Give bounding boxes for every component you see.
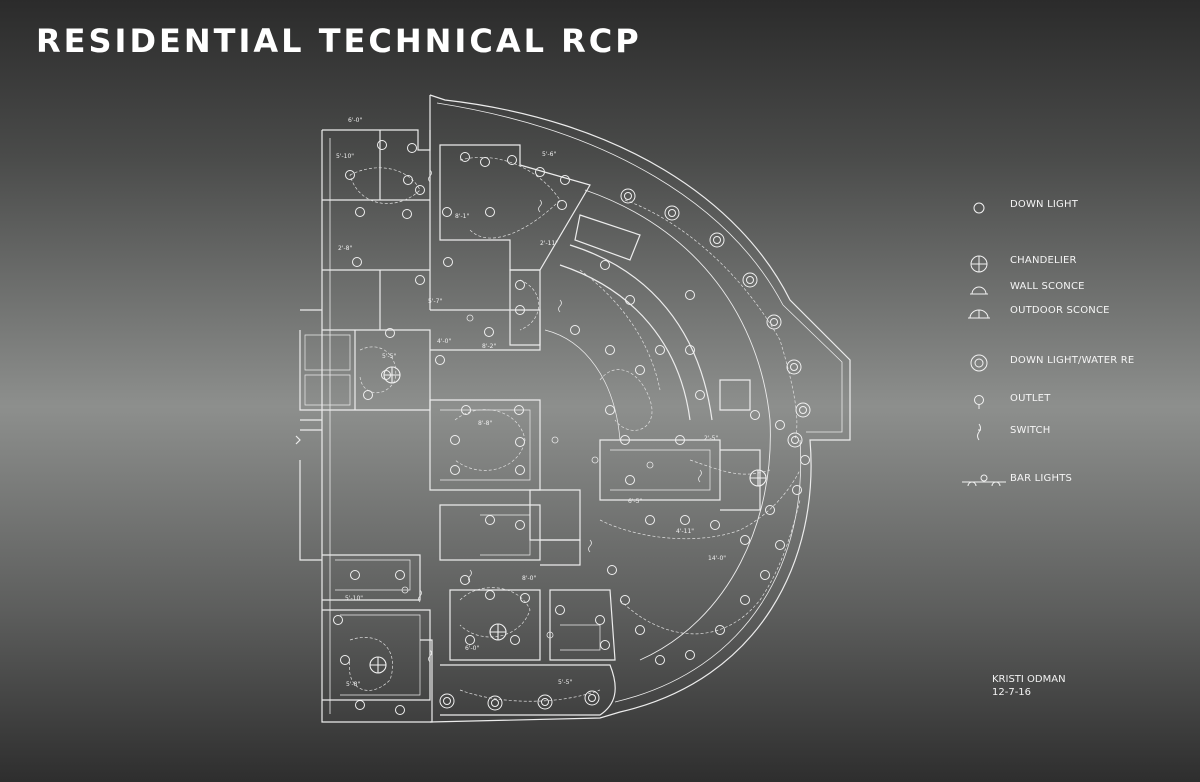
- dim-label: 5'-5": [558, 679, 572, 686]
- legend-label: WALL SCONCE: [1010, 281, 1085, 292]
- down-light-water-icon: [970, 354, 988, 372]
- legend-item-down-light-water: DOWN LIGHT/WATER RE: [960, 350, 1190, 374]
- outlet-icon: [974, 395, 984, 409]
- legend-label: DOWN LIGHT: [1010, 199, 1079, 210]
- author-name: KRISTI ODMAN: [992, 674, 1066, 685]
- dim-label: 8'-2": [482, 343, 496, 350]
- legend-label: CHANDELIER: [1010, 255, 1077, 266]
- dim-label: 5'-6": [542, 151, 556, 158]
- plan-outline: [321, 130, 433, 723]
- legend-item-outdoor-sconce: OUTDOOR SCONCE: [960, 300, 1190, 324]
- legend-item-bar-lights: BAR LIGHTS: [960, 468, 1190, 492]
- dim-label: 14'-0": [708, 555, 726, 562]
- legend-label: OUTLET: [1010, 393, 1051, 404]
- legend-item-down-light: DOWN LIGHT: [960, 194, 1190, 218]
- dim-label: 5'-5": [382, 353, 396, 360]
- down-light-icon: [973, 202, 985, 214]
- legend-item-outlet: OUTLET: [960, 388, 1190, 412]
- dim-label: 6'-5": [628, 498, 642, 505]
- bar-lights-icon: [962, 474, 1006, 487]
- dim-label: 2'-8": [338, 245, 352, 252]
- outdoor-sconce-icon: [968, 309, 990, 319]
- dim-label: 8'-1": [455, 213, 469, 220]
- dim-label: 6'-0": [348, 117, 362, 124]
- dim-label: 4'-0": [437, 338, 451, 345]
- dim-label: 5'-8": [346, 681, 360, 688]
- legend-label: SWITCH: [1010, 425, 1051, 436]
- dim-label: 2'-11": [540, 240, 558, 247]
- dim-label: 2'-5": [704, 435, 718, 442]
- legend-item-chandelier: CHANDELIER: [960, 250, 1190, 274]
- legend-item-switch: SWITCH: [960, 420, 1190, 444]
- dim-label: 6'-0": [465, 645, 479, 652]
- legend-label: DOWN LIGHT/WATER RE: [1010, 355, 1135, 366]
- page-title: RESIDENTIAL TECHNICAL RCP: [36, 22, 642, 60]
- legend-label: OUTDOOR SCONCE: [1010, 305, 1110, 316]
- legend-item-wall-sconce: WALL SCONCE: [960, 276, 1190, 300]
- dimension-labels: 6'-0" 5'-10" 5'-6" 8'-1" 2'-11" 5'-7" 4'…: [336, 117, 726, 688]
- dim-label: 8'-8": [478, 420, 492, 427]
- outer-curved-wall: [429, 94, 851, 723]
- dim-label: 8'-0": [522, 575, 536, 582]
- switch-icon: [977, 423, 981, 441]
- chandelier-icon: [970, 255, 988, 273]
- wall-sconce-icon: [970, 286, 988, 295]
- legend-label: BAR LIGHTS: [1010, 473, 1073, 484]
- dim-label: 5'-10": [345, 595, 363, 602]
- dim-label: 4'-11": [676, 528, 694, 535]
- dim-label: 5'-10": [336, 153, 354, 160]
- dim-label: 5'-7": [428, 298, 442, 305]
- drawing-date: 12-7-16: [992, 687, 1032, 698]
- legend: DOWN LIGHT CHANDELIER WALL SCONCE OUTDOO…: [960, 190, 1190, 490]
- credit-block: KRISTI ODMAN 12-7-16: [992, 673, 1066, 699]
